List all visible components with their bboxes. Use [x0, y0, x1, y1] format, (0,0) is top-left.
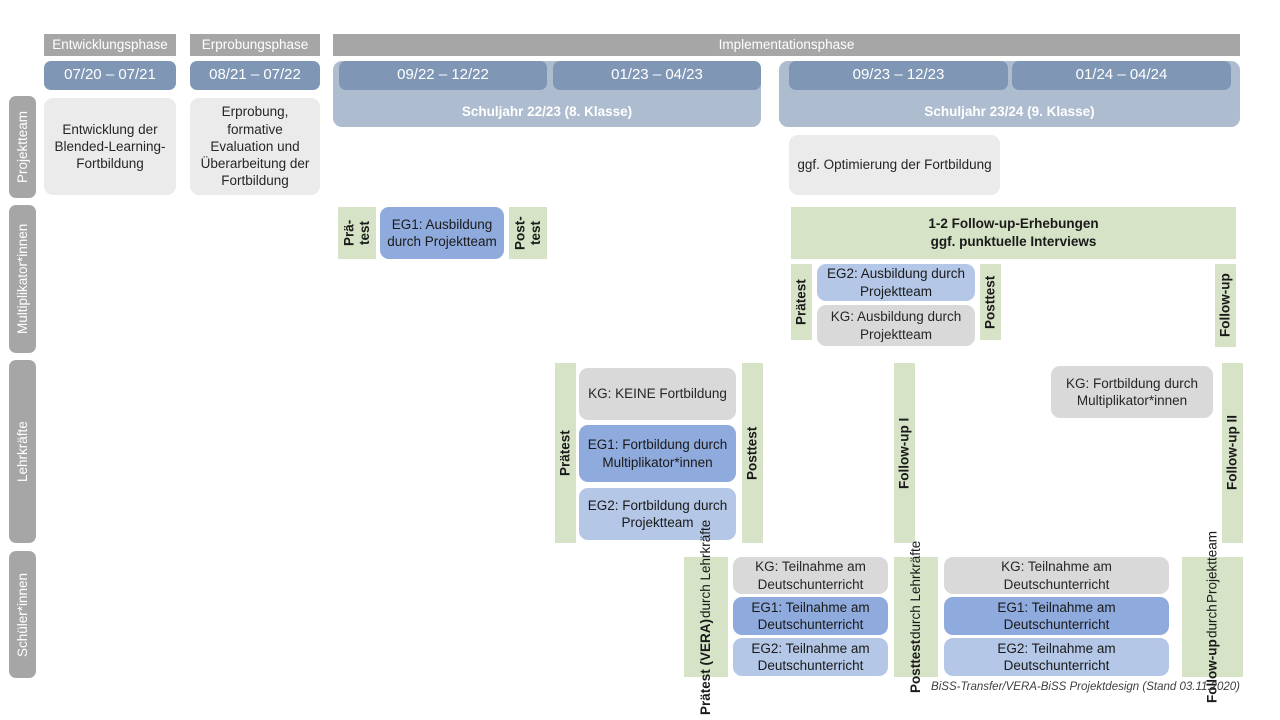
- lehrkraefte-posttest-bar: Posttest: [742, 363, 763, 543]
- multiplikator-followup-bar: Follow-up: [1215, 264, 1236, 347]
- row-label-lehrkraefte: Lehrkräfte: [9, 360, 36, 543]
- multiplikator-posttest-short-bar: Post-test: [509, 207, 547, 259]
- schueler-praetest-vera-bar: Prätest (VERA) durch Lehrkräfte: [684, 519, 728, 715]
- schueler-followup-sub2: Projektteam: [1204, 531, 1220, 604]
- figure-source-note: BiSS-Transfer/VERA-BiSS Projektdesign (S…: [931, 681, 1240, 693]
- lehrkraefte-eg2-box: EG2: Fortbildung durch Projektteam: [579, 488, 736, 540]
- multiplikator-praetest-bar: Prätest: [791, 264, 812, 340]
- period-01-24-04-24: 01/24 – 04/24: [1012, 61, 1231, 90]
- phase-header-implementationsphase: Implementationsphase: [333, 34, 1240, 56]
- schueler-praetest-vera-stack: Prätest (VERA) durch Lehrkräfte: [698, 519, 714, 714]
- schueler-right-row-kg: KG: Teilnahme am Deutschunterricht: [944, 557, 1169, 594]
- projektteam-entwicklung-box: Entwicklung der Blended-Learning-Fortbil…: [44, 98, 176, 195]
- schueler-right-row-eg2: EG2: Teilnahme am Deutschunterricht: [944, 638, 1169, 676]
- schueler-praetest-vera-main: Prätest (VERA): [698, 618, 714, 715]
- projektteam-optimierung-box: ggf. Optimierung der Fortbildung: [789, 135, 1000, 195]
- phase-header-entwicklungsphase: Entwicklungsphase: [44, 34, 176, 56]
- row-label-multiplikatorinnen: Multiplikator*innen: [9, 205, 36, 353]
- lehrkraefte-eg1-box: EG1: Fortbildung durch Multiplikator*inn…: [579, 425, 736, 482]
- period-entwicklung: 07/20 – 07/21: [44, 61, 176, 90]
- schueler-left-row-eg1: EG1: Teilnahme am Deutschunterricht: [733, 597, 888, 635]
- schueler-followup-bar: Follow-up durch Projektteam: [1182, 531, 1243, 703]
- schueler-followup-stack: Follow-up durch Projektteam: [1205, 531, 1221, 703]
- multiplikator-posttest-bar: Posttest: [980, 264, 1001, 340]
- multiplikator-eg1-box: EG1: Ausbildung durch Projektteam: [380, 207, 504, 259]
- multiplikator-kg-box: KG: Ausbildung durch Projektteam: [817, 305, 975, 346]
- schueler-posttest-stack: Posttest durch Lehrkräfte: [908, 541, 924, 694]
- period-erprobung: 08/21 – 07/22: [190, 61, 320, 90]
- schueler-left-row-eg2: EG2: Teilnahme am Deutschunterricht: [733, 638, 888, 676]
- schueler-posttest-bar: Posttest durch Lehrkräfte: [894, 541, 938, 693]
- multiplikator-eg2-box: EG2: Ausbildung durch Projektteam: [817, 264, 975, 301]
- schueler-followup-sub1: durch: [1204, 604, 1220, 639]
- multiplikator-praetest-short-bar: Prä-test: [338, 207, 376, 259]
- row-label-projektteam: Projektteam: [9, 96, 36, 198]
- lehrkraefte-followup-2-bar: Follow-up II: [1222, 363, 1243, 543]
- period-09-23-12-23: 09/23 – 12/23: [789, 61, 1008, 90]
- schueler-left-row-kg: KG: Teilnahme am Deutschunterricht: [733, 557, 888, 594]
- schueler-praetest-vera-sub: durch Lehrkräfte: [698, 519, 714, 618]
- phase-header-erprobungsphase: Erprobungsphase: [190, 34, 320, 56]
- lehrkraefte-kg-box: KG: KEINE Fortbildung: [579, 368, 736, 420]
- period-01-23-04-23: 01/23 – 04/23: [553, 61, 761, 90]
- lehrkraefte-praetest-bar: Prätest: [555, 363, 576, 543]
- lehrkraefte-followup-1-bar: Follow-up I: [894, 363, 915, 543]
- projektteam-erprobung-box: Erprobung, formative Evaluation und Über…: [190, 98, 320, 195]
- row-label-schuelerinnen: Schüler*innen: [9, 551, 36, 678]
- lehrkraefte-kg-followup-box: KG: Fortbildung durch Multiplikator*inne…: [1051, 366, 1213, 418]
- period-09-22-12-22: 09/22 – 12/22: [339, 61, 547, 90]
- schueler-right-row-eg1: EG1: Teilnahme am Deutschunterricht: [944, 597, 1169, 635]
- schueler-posttest-sub: durch Lehrkräfte: [908, 540, 924, 640]
